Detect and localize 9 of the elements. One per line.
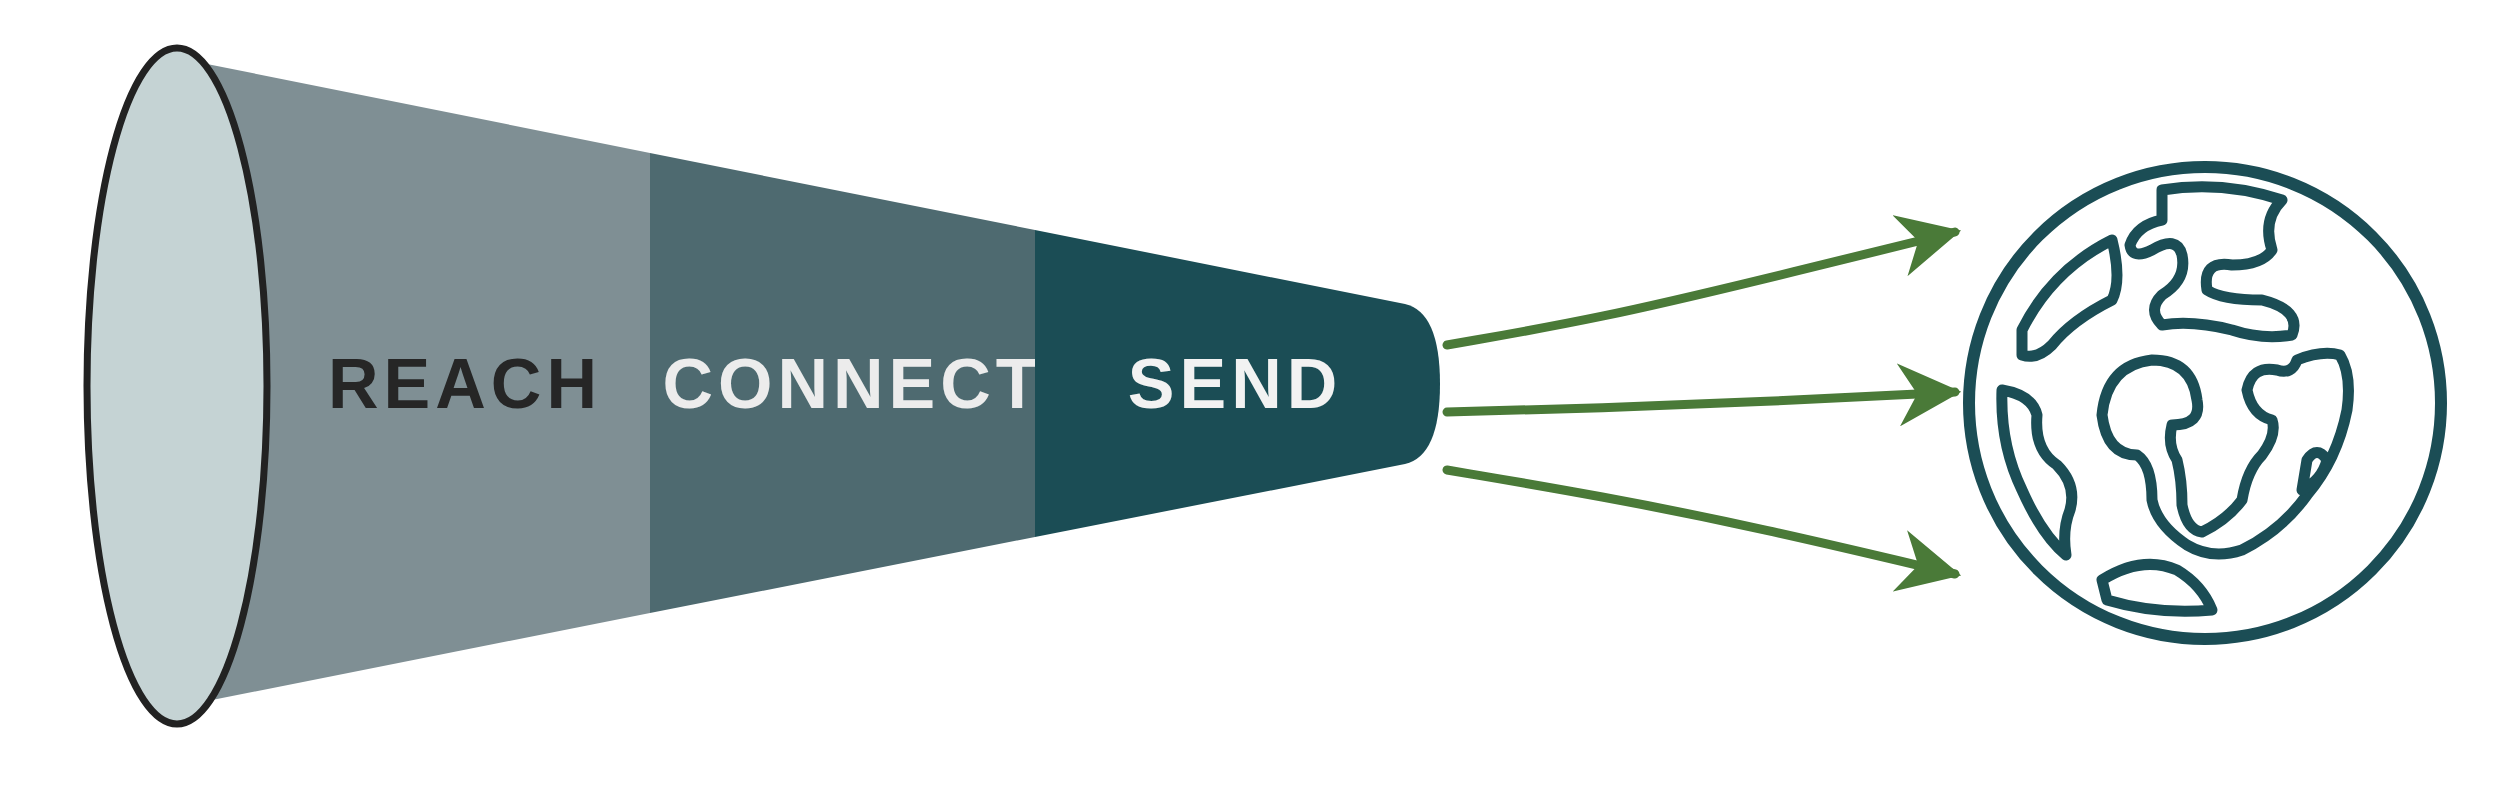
band-label: SEND bbox=[1127, 349, 1343, 419]
arrow bbox=[1442, 465, 1962, 592]
funnel-band bbox=[1035, 230, 1442, 537]
arrow bbox=[1442, 215, 1962, 350]
arrow bbox=[1442, 363, 1962, 427]
band-label: REACH bbox=[328, 349, 602, 419]
funnel-band bbox=[650, 153, 1035, 613]
globe-icon bbox=[1962, 160, 2448, 646]
band-label: CONNECT bbox=[662, 349, 1044, 419]
